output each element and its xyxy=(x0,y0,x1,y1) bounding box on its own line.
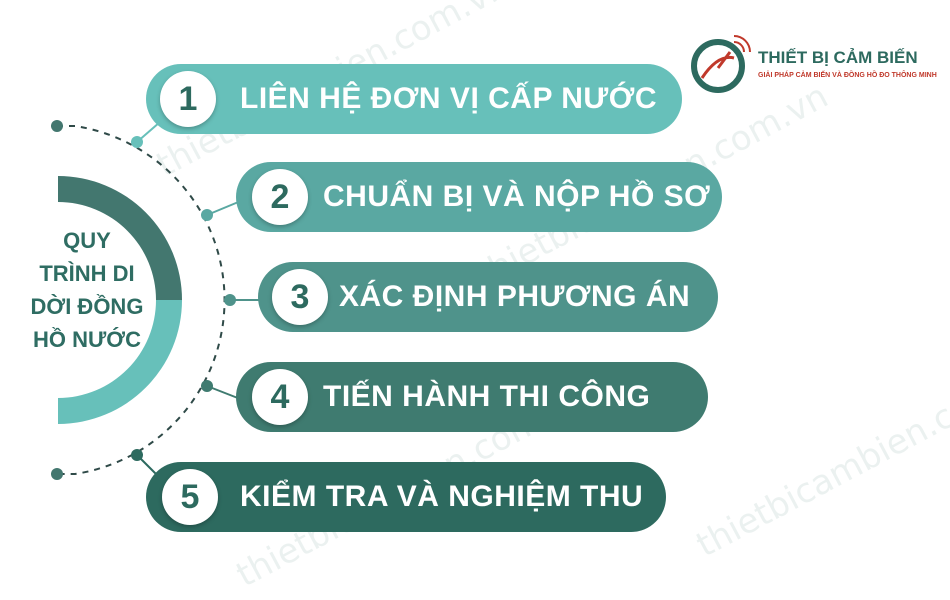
title-line: QUY xyxy=(63,228,111,253)
step-number-2: 2 xyxy=(252,169,308,225)
step-number-1: 1 xyxy=(160,71,216,127)
brand-name: THIẾT BỊ CẢM BIẾN xyxy=(758,48,918,67)
connector-dot xyxy=(51,120,63,132)
brand-tagline: GIẢI PHÁP CẢM BIẾN VÀ ĐỒNG HỒ ĐO THÔNG M… xyxy=(758,72,937,79)
step-label-3: XÁC ĐỊNH PHƯƠNG ÁN xyxy=(339,280,691,313)
title-line: TRÌNH DI xyxy=(39,261,135,286)
connector-dot xyxy=(224,294,236,306)
step-label-4: TIẾN HÀNH THI CÔNG xyxy=(323,380,651,413)
gauge-icon xyxy=(691,35,751,93)
step-4 xyxy=(236,362,708,432)
diagram-title: QUY TRÌNH DI DỜI ĐỒNG HỒ NƯỚC xyxy=(18,224,156,356)
step-number-5: 5 xyxy=(162,469,218,525)
step-number-3: 3 xyxy=(272,269,328,325)
step-label-5: KIỂM TRA VÀ NGHIỆM THU xyxy=(240,480,644,513)
connector-dot xyxy=(131,449,143,461)
step-label-2: CHUẨN BỊ VÀ NỘP HỒ SƠ xyxy=(323,180,711,213)
step-3 xyxy=(258,262,718,332)
step-1 xyxy=(146,64,682,134)
brand-logo: THIẾT BỊ CẢM BIẾN GIẢI PHÁP CẢM BIẾN VÀ … xyxy=(688,34,937,96)
connector-dot xyxy=(201,209,213,221)
step-number-4: 4 xyxy=(252,369,308,425)
title-line: HỒ NƯỚC xyxy=(33,327,141,352)
step-2 xyxy=(236,162,722,232)
step-label-1: LIÊN HỆ ĐƠN VỊ CẤP NƯỚC xyxy=(240,82,658,115)
connector-dot xyxy=(51,468,63,480)
semicircle-top xyxy=(58,176,182,300)
title-line: DỜI ĐỒNG xyxy=(30,294,144,319)
step-5 xyxy=(146,462,666,532)
connector-dot xyxy=(131,136,143,148)
semicircle-bottom xyxy=(58,300,182,424)
connector-dot xyxy=(201,380,213,392)
